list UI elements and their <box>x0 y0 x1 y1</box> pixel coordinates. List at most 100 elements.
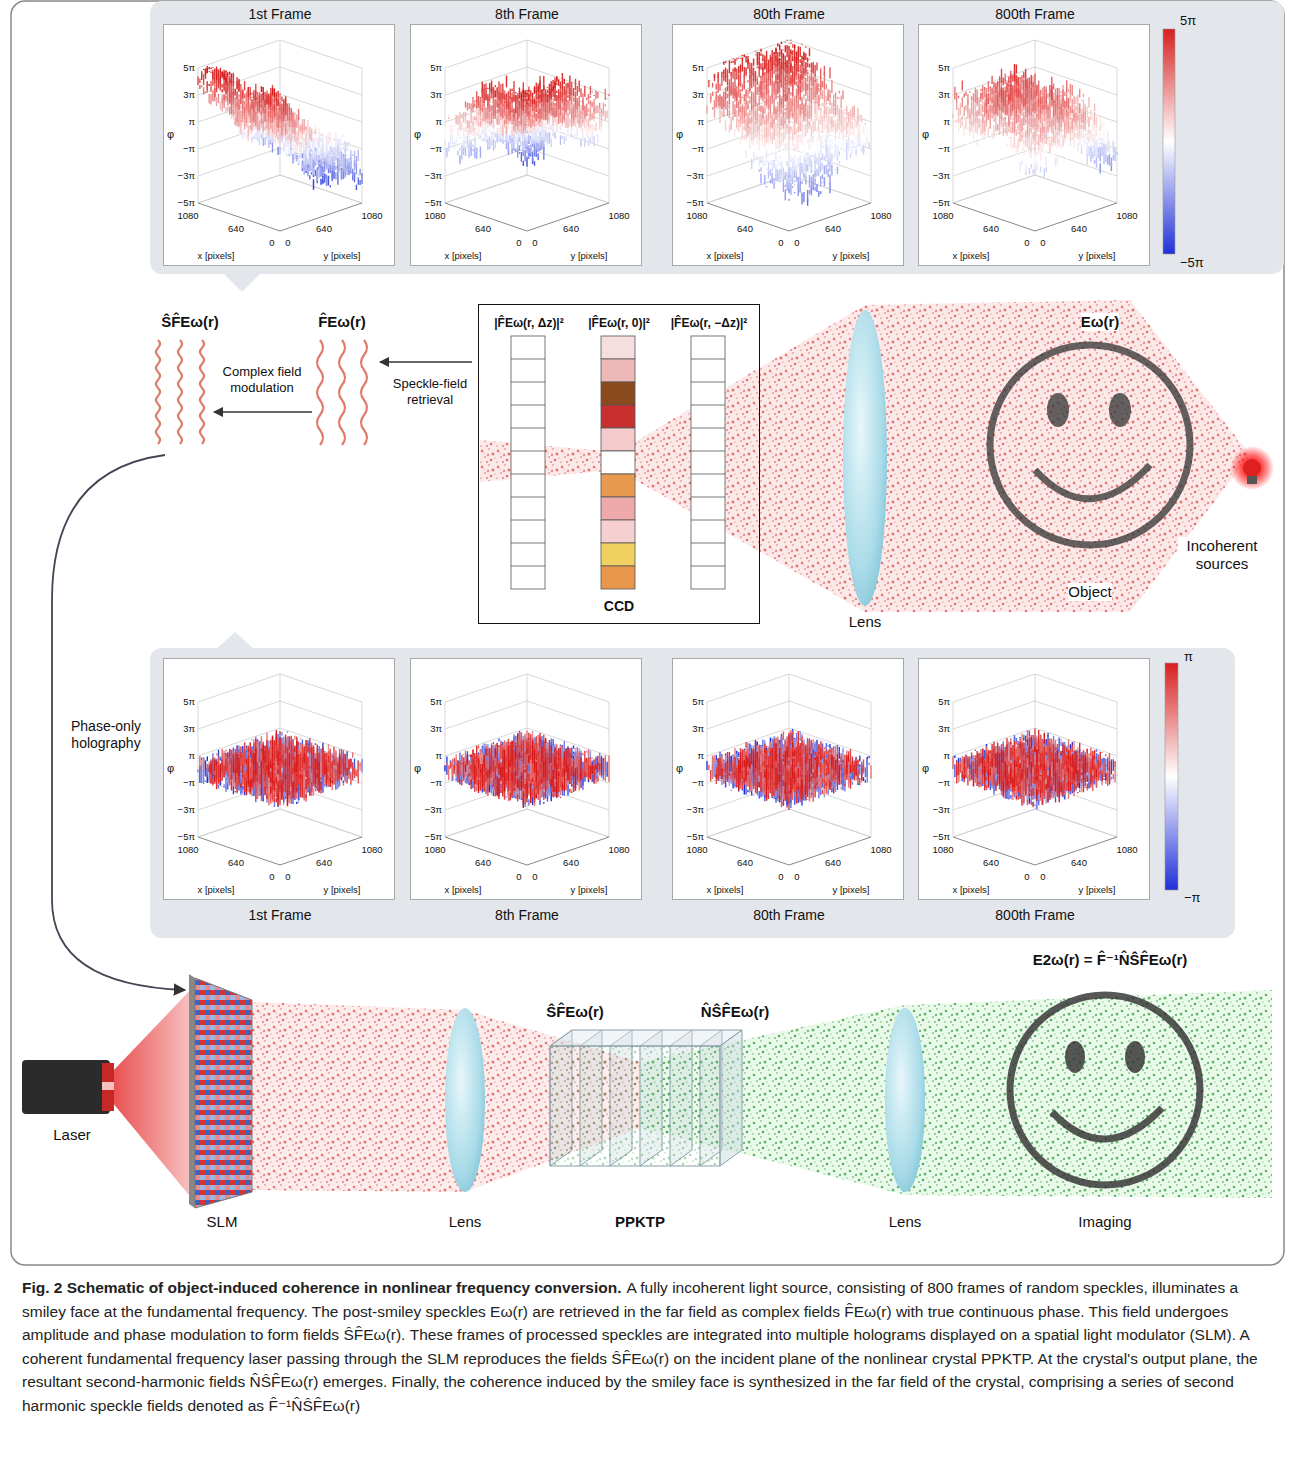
phase-surface <box>482 73 570 104</box>
tick-label: −5π <box>425 831 442 842</box>
tick-label: 3π <box>938 89 950 100</box>
field-label: ŜF̂Eω(r) <box>546 1003 604 1021</box>
tick-label: 0 <box>516 871 521 882</box>
tick-label: −3π <box>425 804 442 815</box>
tick-label: 0 <box>778 871 783 882</box>
axis-title: φ <box>676 128 683 141</box>
axis-title: x [pixels] <box>198 884 235 895</box>
tick-label: 640 <box>316 223 332 234</box>
arrow-label: Complex field modulation <box>214 364 310 395</box>
plot-canvas <box>919 25 1151 267</box>
tick-label: 0 <box>532 871 537 882</box>
tick-label: 0 <box>285 871 290 882</box>
callout-pointer <box>222 272 262 292</box>
tick-label: π <box>697 750 704 761</box>
phase-surface <box>716 740 858 801</box>
tick-label: 1080 <box>932 844 953 855</box>
tick-label: 5π <box>430 62 442 73</box>
phase-surface <box>451 735 594 804</box>
frame-title: 800th Frame <box>995 6 1074 23</box>
axis-title: x [pixels] <box>953 884 990 895</box>
tick-label: 640 <box>563 857 579 868</box>
retrieved-field-waves <box>317 340 367 445</box>
plot-grid <box>707 40 871 203</box>
tick-label: 1080 <box>177 210 198 221</box>
tick-label: −π <box>183 143 195 154</box>
tick-label: 3π <box>430 89 442 100</box>
axis-title: φ <box>414 762 421 775</box>
tick-label: −5π <box>933 197 950 208</box>
plot-canvas <box>673 25 905 267</box>
tick-label: 640 <box>825 857 841 868</box>
part-label: Laser <box>53 1126 91 1144</box>
phase-surface <box>962 71 1057 108</box>
plot-axis <box>707 837 871 865</box>
axis-title: φ <box>167 762 174 775</box>
part-label: Lens <box>889 1213 922 1231</box>
lens <box>885 1008 925 1192</box>
tick-label: 0 <box>285 237 290 248</box>
tick-label: 1080 <box>177 844 198 855</box>
phase-plot: 80th Frame5π3ππ−π−3π−5πφ10806400x [pixel… <box>672 658 904 900</box>
frame-title: 8th Frame <box>495 6 559 23</box>
colorbar-label: −5π <box>1180 255 1204 271</box>
ppktp-crystal <box>550 1030 742 1166</box>
part-label: Object <box>1068 583 1111 601</box>
tick-label: 5π <box>938 696 950 707</box>
plot-grid <box>445 40 609 203</box>
intensity-label: |F̂Eω(r, Δz)|² <box>494 316 563 330</box>
tick-label: 640 <box>1071 857 1087 868</box>
tick-label: 0 <box>532 237 537 248</box>
axis-title: φ <box>167 128 174 141</box>
tick-label: 0 <box>1024 871 1029 882</box>
plot-grid <box>953 40 1117 203</box>
tick-label: 1080 <box>1116 844 1137 855</box>
smiley-object <box>990 345 1190 545</box>
plot-canvas <box>411 659 643 901</box>
tick-label: 0 <box>1040 871 1045 882</box>
tick-label: −π <box>938 143 950 154</box>
plot-canvas <box>164 659 396 901</box>
tick-label: 3π <box>938 723 950 734</box>
tick-label: 640 <box>475 857 491 868</box>
phase-surface <box>202 66 286 106</box>
caption-title: Fig. 2 Schematic of object-induced coher… <box>22 1279 621 1296</box>
axis-title: y [pixels] <box>571 250 608 261</box>
phase-surface <box>711 738 866 808</box>
tick-label: −3π <box>687 804 704 815</box>
tick-label: −5π <box>425 197 442 208</box>
phase-surface <box>447 731 609 807</box>
ccd-label: CCD <box>604 598 634 615</box>
axis-title: y [pixels] <box>571 884 608 895</box>
tick-label: 0 <box>516 237 521 248</box>
field-label: N̂ŜF̂Eω(r) <box>701 1003 770 1021</box>
tick-label: 3π <box>692 723 704 734</box>
phase-surface <box>802 182 830 205</box>
phase-surface <box>202 732 357 806</box>
field-label: ŜF̂Eω(r) <box>161 313 219 331</box>
phase-surface <box>204 67 275 96</box>
phase-surface <box>713 731 868 804</box>
colorbar-label: 5π <box>1180 13 1196 29</box>
lens <box>445 1008 485 1192</box>
tick-label: 640 <box>737 857 753 868</box>
tick-label: −π <box>938 777 950 788</box>
tick-label: 1080 <box>424 210 445 221</box>
figure-caption: Fig. 2 Schematic of object-induced coher… <box>22 1276 1273 1417</box>
part-label: Lens <box>449 1213 482 1231</box>
tick-label: π <box>435 750 442 761</box>
axis-title: x [pixels] <box>707 884 744 895</box>
tick-label: 5π <box>692 62 704 73</box>
tick-label: 5π <box>938 62 950 73</box>
tick-label: 0 <box>269 237 274 248</box>
phase-surface <box>959 94 1103 161</box>
tick-label: 3π <box>430 723 442 734</box>
tick-label: 5π <box>430 696 442 707</box>
tick-label: −3π <box>178 170 195 181</box>
plot-canvas <box>164 25 396 267</box>
plot-axis <box>707 203 871 231</box>
tick-label: 640 <box>228 223 244 234</box>
smiley-image <box>1010 995 1200 1185</box>
ccd-box: |F̂Eω(r, Δz)|²|F̂Eω(r, 0)|²|F̂Eω(r, −Δz)… <box>478 304 760 624</box>
incoherent-source <box>1230 446 1274 490</box>
